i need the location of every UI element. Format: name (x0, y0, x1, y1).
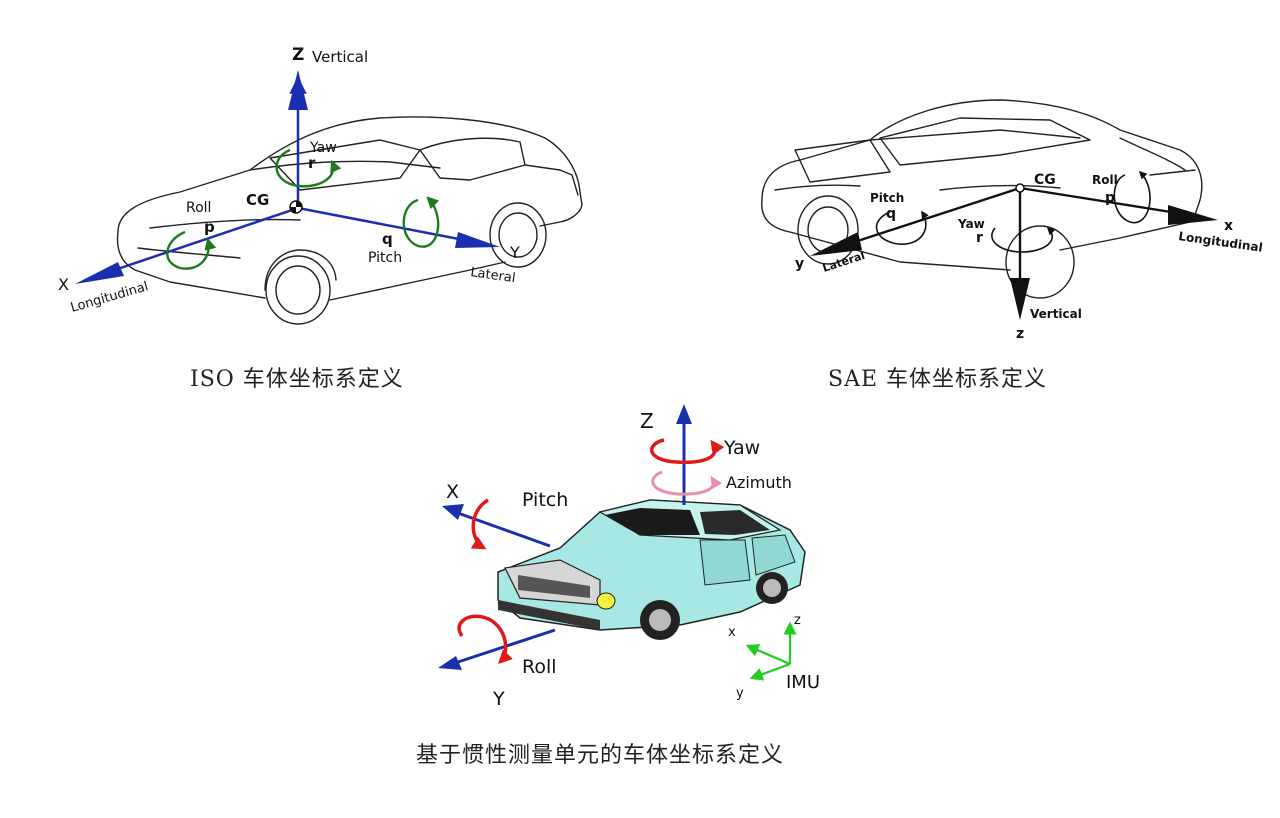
iso-roll-label: Roll (186, 200, 211, 216)
imu-z-label: Z (640, 409, 654, 433)
imu-y-arrowhead (438, 656, 462, 670)
iso-pitch-rotation-arrow (402, 196, 440, 248)
sae-cg-label: CG (1034, 172, 1056, 188)
iso-y-arrowhead (455, 232, 500, 248)
iso-caption: ISO 车体坐标系定义 (190, 367, 404, 392)
sae-x-label: x (1224, 218, 1233, 234)
imu-car-headlight (596, 592, 616, 610)
imu-yaw-label: Yaw (723, 437, 760, 459)
iso-z-arrowhead (288, 70, 308, 110)
iso-car-outline (116, 116, 583, 325)
imu-y-axis (451, 628, 556, 666)
iso-roll-rotation-arrow (166, 230, 217, 270)
iso-yaw-symbol: r (308, 154, 316, 172)
imu-yaw-rotation-arrow (650, 438, 725, 465)
imu-caption: 基于惯性测量单元的车体坐标系定义 (416, 743, 784, 768)
sae-pitch-symbol: q (886, 206, 896, 222)
imu-x-label: X (446, 481, 459, 503)
sae-yaw-symbol: r (976, 230, 983, 246)
sae-x-axis (1019, 186, 1191, 217)
iso-pitch-label: Pitch (368, 250, 402, 266)
imu-x-arrowhead (442, 504, 464, 520)
imu-y-label: Y (492, 688, 505, 710)
iso-yaw-label: Yaw (309, 140, 337, 156)
sae-roll-rotation-arrow (1113, 170, 1151, 224)
imu-roll-rotation-arrow (457, 614, 513, 664)
sae-roll-symbol: p (1105, 190, 1115, 206)
imu-diagram: Z Yaw Azimuth X Pitch Roll Y x z y IMU 基… (416, 404, 820, 768)
iso-z-label: Z (292, 45, 304, 65)
iso-cg-label: CG (246, 191, 269, 209)
imu-pitch-rotation-arrow (470, 498, 490, 550)
imu-sensor-label: IMU (786, 672, 820, 693)
sae-yaw-rotation-arrow (991, 226, 1056, 253)
iso-x-arrowhead (75, 262, 124, 284)
imu-sensor-frame (745, 621, 797, 681)
sae-y-label: y (795, 256, 804, 272)
imu-pitch-label: Pitch (522, 489, 568, 511)
iso-y-name: Lateral (469, 265, 516, 286)
sae-y-arrowhead (810, 232, 862, 256)
sae-yaw-label: Yaw (957, 217, 985, 231)
sae-z-name: Vertical (1030, 307, 1082, 321)
iso-pitch-symbol: q (382, 230, 393, 248)
imu-car (497, 499, 806, 640)
iso-roll-symbol: p (204, 218, 215, 236)
sae-cg-marker (1015, 183, 1025, 193)
sae-caption: SAE 车体坐标系定义 (828, 367, 1047, 392)
imu-sensor-x-label: x (728, 625, 736, 640)
sae-diagram: x Longitudinal y Lateral z Vertical CG R… (761, 99, 1264, 392)
iso-x-label: X (58, 275, 69, 294)
sae-pitch-rotation-arrow (875, 210, 929, 245)
iso-y-label: Y (509, 243, 520, 262)
imu-sensor-z-label: z (794, 613, 801, 628)
sae-z-label: z (1016, 326, 1024, 342)
sae-z-arrowhead (1010, 278, 1030, 320)
iso-diagram: Z Vertical X Longitudinal Y Lateral CG R… (58, 45, 583, 392)
sae-car-outline (761, 99, 1203, 299)
iso-x-name: Longitudinal (69, 279, 150, 315)
sae-pitch-label: Pitch (870, 191, 904, 205)
sae-x-name: Longitudinal (1178, 229, 1264, 255)
imu-azimuth-rotation-arrow (651, 470, 723, 496)
iso-yaw-rotation-arrow (275, 148, 342, 188)
sae-roll-label: Roll (1092, 173, 1118, 187)
sae-x-arrowhead (1168, 205, 1218, 225)
imu-z-arrowhead (676, 404, 692, 424)
imu-azimuth-label: Azimuth (726, 473, 792, 492)
imu-roll-label: Roll (522, 656, 557, 678)
imu-sensor-y-label: y (736, 686, 744, 701)
imu-x-axis (454, 510, 551, 548)
iso-z-name: Vertical (312, 48, 368, 66)
